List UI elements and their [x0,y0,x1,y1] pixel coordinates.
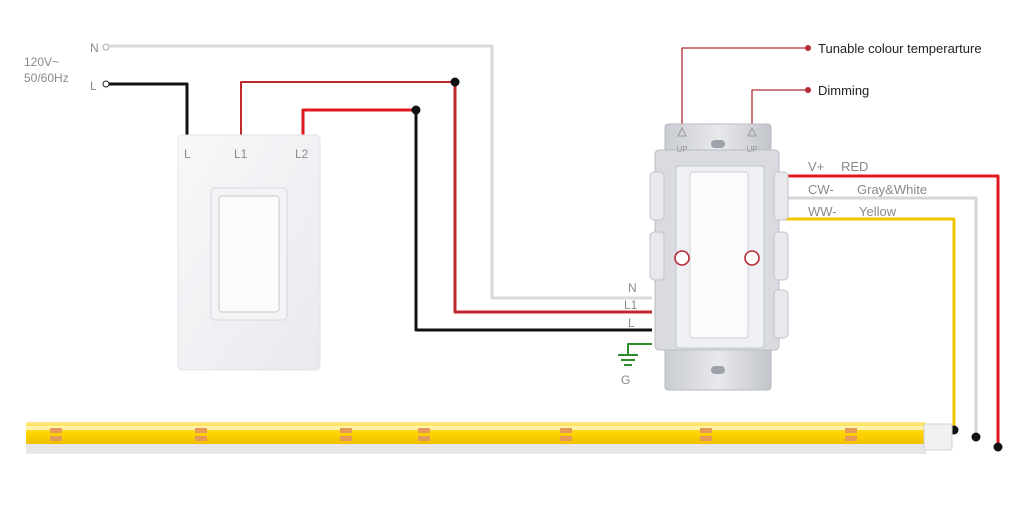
neutral-terminal-dot [102,43,110,51]
led-strip [26,422,953,454]
frequency-label: 50/60Hz [24,71,69,85]
up-arrow-left-icon [677,126,687,137]
dimmer-tab [773,289,789,339]
power-source: 120V~ 50/60Hz N L [24,41,110,93]
up-arrow-right-icon [747,126,757,137]
junction-dot [450,77,460,87]
switch-terminal-l: L [184,147,191,161]
switch-rocker[interactable] [218,195,280,313]
v-plus-code: V+ [808,159,824,174]
led-strip-highlight [26,426,926,430]
mounting-slot [711,140,725,148]
cw-wire [776,196,978,437]
dimmer-tab [773,231,789,281]
output-labels: V+ RED CW- Gray&White WW- Yellow [808,159,927,219]
led-strip-connector [923,423,953,451]
led-strip-pad [845,436,857,441]
dimming-callout-dot [805,87,811,93]
led-strip-pad [700,428,712,433]
cct-slider-knob[interactable] [674,250,690,266]
dimmer-tab [773,171,789,221]
line-wire [109,82,189,138]
led-strip-pad [560,428,572,433]
line-terminal-label: L [90,79,97,93]
dimming-slider-knob[interactable] [744,250,760,266]
ground-label: G [621,373,630,387]
dimmer-switch: UP UP N L1 L G [618,123,789,391]
led-strip-pad [700,436,712,441]
ww-color: Yellow [859,204,897,219]
voltage-label: 120V~ [24,55,59,69]
up-label-right: UP [746,145,757,154]
dimmer-terminal-l: L [628,316,635,330]
ww-wire [776,217,956,430]
dimmer-tab [649,231,665,281]
led-strip-pad [50,436,62,441]
junction-dot [971,432,981,442]
dimmer-terminal-l1: L1 [624,298,638,312]
led-strip-pad [560,436,572,441]
v-plus-color: RED [841,159,868,174]
load-wire [414,110,652,332]
led-strip-pad [418,436,430,441]
dimmer-terminal-n: N [628,281,637,295]
led-strip-pad [195,428,207,433]
dimmer-paddle[interactable] [689,171,749,339]
three-way-switch: L L1 L2 [177,134,321,371]
v-plus-wire [776,174,1000,447]
led-strip-pad [340,428,352,433]
switch-terminal-l2: L2 [295,147,309,161]
up-label-left: UP [676,145,687,154]
cct-callout-dot [805,45,811,51]
led-strip-pad [845,428,857,433]
led-strip-pad [418,428,430,433]
cw-color: Gray&White [857,182,927,197]
led-strip-body [26,422,926,444]
led-strip-pads [50,428,857,441]
line-terminal-dot [102,80,110,88]
dimmer-tab [649,171,665,221]
traveler-wire-1 [240,81,455,138]
neutral-terminal-label: N [90,41,99,55]
led-strip-pad [50,428,62,433]
ground-wire [627,343,652,354]
ground-icon [618,354,638,366]
cw-code: CW- [808,182,834,197]
junction-dot [993,442,1003,452]
led-strip-pad [340,436,352,441]
dimming-callout: Dimming [818,83,869,98]
traveler-wire-2 [301,108,416,138]
led-strip-pad [195,436,207,441]
cct-callout: Tunable colour temperarture [818,41,982,56]
neutral-wire [109,44,652,300]
mounting-slot [711,366,725,374]
junction-dot [411,105,421,115]
switch-terminal-l1: L1 [234,147,248,161]
ww-code: WW- [808,204,837,219]
switched-wire [453,82,652,314]
